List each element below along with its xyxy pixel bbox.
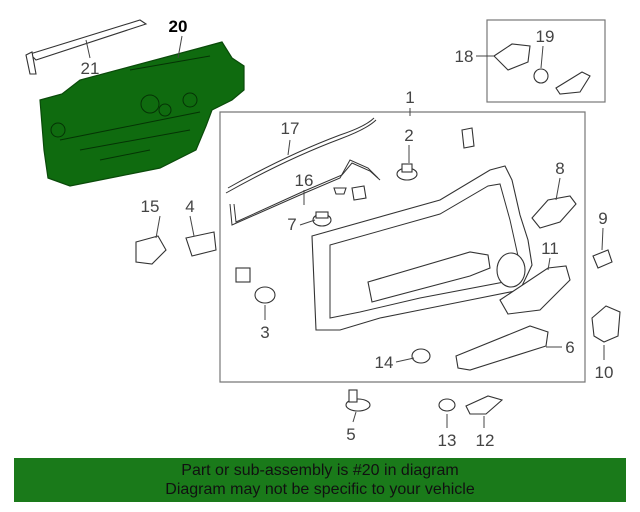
callout-14: 14 xyxy=(375,353,394,372)
callout-2: 2 xyxy=(404,126,413,145)
callout-21: 21 xyxy=(81,59,100,78)
armrest xyxy=(367,251,491,303)
banner-line-2: Diagram may not be specific to your vehi… xyxy=(165,481,475,498)
banner-line-1: Part or sub-assembly is #20 in diagram xyxy=(181,462,459,479)
callout-11: 11 xyxy=(541,239,559,258)
part-19-button[interactable] xyxy=(533,68,549,84)
callout-10: 10 xyxy=(595,363,614,382)
callout-6: 6 xyxy=(565,338,574,357)
callout-5: 5 xyxy=(346,425,355,444)
callout-17: 17 xyxy=(281,119,300,138)
part-3-fastener[interactable] xyxy=(235,267,276,304)
callout-20: 20 xyxy=(169,17,188,36)
callout-16: 16 xyxy=(295,171,314,190)
leader-lines xyxy=(85,35,605,428)
part-7-retainer[interactable] xyxy=(312,211,332,227)
inset-cover[interactable] xyxy=(555,71,591,95)
part-8-handle[interactable] xyxy=(531,195,577,229)
deflector-detail xyxy=(50,55,211,161)
square-clip[interactable] xyxy=(351,185,367,201)
callout-13: 13 xyxy=(438,431,457,450)
callout-4: 4 xyxy=(185,197,194,216)
callout-3: 3 xyxy=(260,323,269,342)
part-15-retainer[interactable] xyxy=(135,235,167,265)
callout-15: 15 xyxy=(141,197,160,216)
part-17-rod[interactable] xyxy=(227,117,375,189)
callout-18: 18 xyxy=(455,47,474,66)
part-2-pin[interactable] xyxy=(396,163,418,181)
part-14-plug[interactable] xyxy=(411,348,431,364)
part-21-weatherstrip[interactable] xyxy=(25,19,148,75)
door-trim-panel[interactable] xyxy=(311,165,533,331)
callout-9: 9 xyxy=(598,209,607,228)
part-5-push-pin[interactable] xyxy=(345,389,371,412)
door-assembly-frame xyxy=(219,111,586,383)
part-20-water-deflector[interactable] xyxy=(39,41,245,187)
callout-12: 12 xyxy=(476,431,495,450)
part-16-rod[interactable] xyxy=(229,159,379,226)
inset-frame xyxy=(486,19,606,103)
part-17-rod-b xyxy=(225,119,377,194)
callout-19: 19 xyxy=(536,27,555,46)
small-clip[interactable] xyxy=(461,127,475,149)
speaker-grille xyxy=(496,252,526,288)
info-banner xyxy=(14,458,626,502)
part-9-clip[interactable] xyxy=(592,249,613,269)
callout-1: 1 xyxy=(405,88,414,107)
bolt-clip[interactable] xyxy=(333,187,347,195)
part-18-bracket[interactable] xyxy=(493,43,531,71)
part-16-rod-b xyxy=(233,162,381,223)
info-banner-text: Part or sub-assembly is #20 in diagram D… xyxy=(14,458,626,502)
part-12-pad[interactable] xyxy=(465,395,504,415)
part-4-bracket[interactable] xyxy=(185,231,217,257)
part-13-clip[interactable] xyxy=(438,398,456,412)
part-6-pull-cup[interactable] xyxy=(455,325,549,371)
callout-8: 8 xyxy=(555,159,564,178)
part-10-switch[interactable] xyxy=(591,305,621,343)
callout-7: 7 xyxy=(287,215,296,234)
